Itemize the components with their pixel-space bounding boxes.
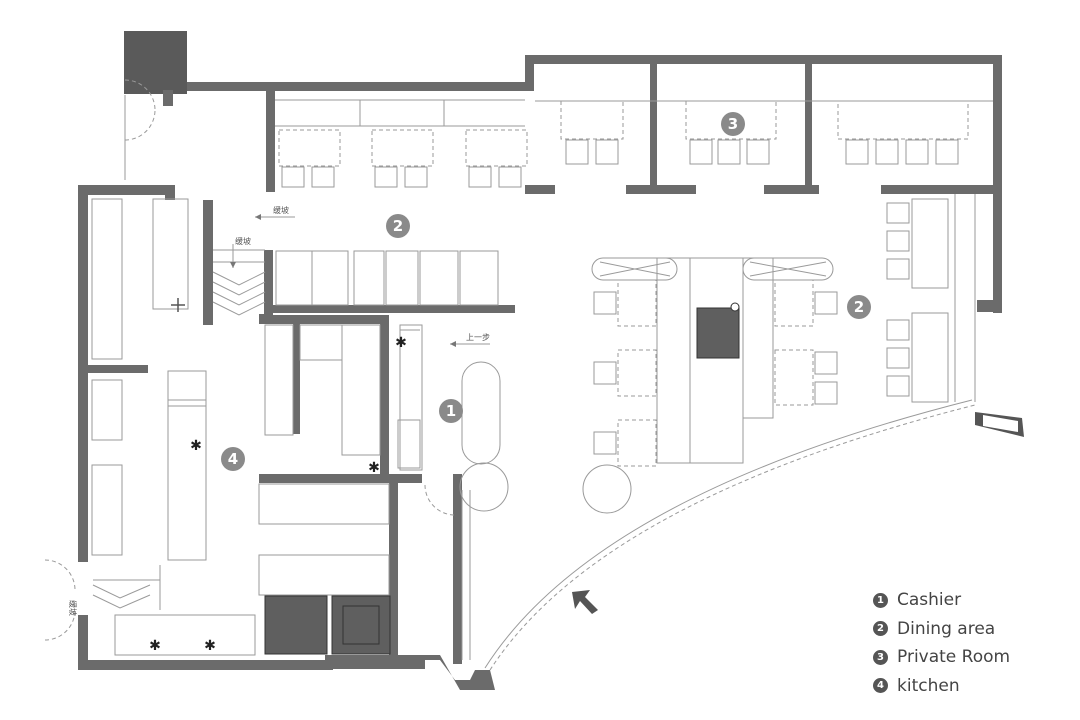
ramp-annotation-3: 缓坡	[68, 600, 78, 616]
entrance-arrow-icon	[572, 590, 598, 614]
plus-icon	[171, 298, 185, 312]
svg-text:✱: ✱	[190, 438, 202, 454]
legend-number: 4	[873, 678, 888, 694]
legend-item-kitchen: 4 kitchen	[873, 672, 1010, 701]
legend-number: 1	[873, 592, 888, 608]
annotations: 缓坡 缓坡 上一步 缓坡	[68, 205, 490, 616]
legend-label: Cashier	[897, 590, 962, 611]
legend-item-cashier: 1 Cashier	[873, 586, 1010, 615]
svg-text:✱: ✱	[149, 638, 161, 654]
marker-kitchen: 4	[221, 447, 245, 471]
svg-text:2: 2	[854, 298, 864, 316]
marker-dining-right: 2	[847, 295, 871, 319]
legend: 1 Cashier 2 Dining area 3 Private Room 4…	[873, 586, 1010, 700]
legend-item-dining-area: 2 Dining area	[873, 615, 1010, 644]
asterisk-icon: ✱ ✱ ✱ ✱ ✱	[149, 335, 407, 654]
legend-label: Private Room	[897, 647, 1011, 668]
svg-text:✱: ✱	[204, 638, 216, 654]
marker-cashier: 1	[439, 399, 463, 423]
legend-label: Dining area	[897, 618, 996, 639]
svg-text:4: 4	[228, 450, 238, 468]
svg-text:2: 2	[393, 217, 403, 235]
ramp-annotation-1: 缓坡	[273, 205, 289, 215]
legend-number: 3	[873, 649, 888, 665]
walls	[78, 31, 1002, 690]
svg-text:1: 1	[446, 402, 456, 420]
legend-number: 2	[873, 621, 888, 637]
legend-item-private-room: 3 Private Room	[873, 643, 1010, 672]
dark-fixtures	[264, 302, 1024, 655]
marker-dining-left: 2	[386, 214, 410, 238]
svg-text:✱: ✱	[368, 460, 380, 476]
ramp-annotation-2: 缓坡	[235, 236, 251, 246]
step-up-annotation: 上一步	[466, 333, 490, 342]
svg-text:✱: ✱	[395, 335, 407, 351]
thin-details	[44, 79, 993, 671]
marker-private-room: 3	[721, 112, 745, 136]
legend-label: kitchen	[897, 675, 960, 696]
svg-text:3: 3	[728, 115, 738, 133]
